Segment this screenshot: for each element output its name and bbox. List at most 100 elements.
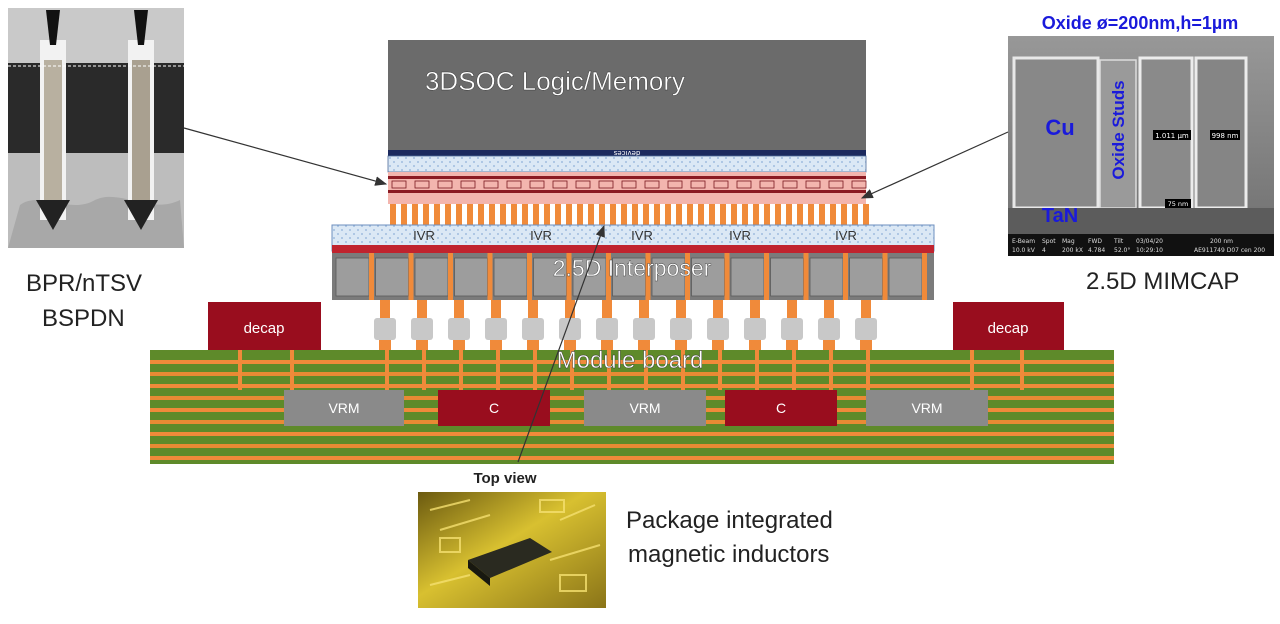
sem-footer-value: AE911749 D07 cen 200 [1194, 247, 1265, 254]
microbump [830, 204, 836, 225]
ivr-label: IVR [413, 228, 435, 243]
copper-layer [150, 456, 1114, 460]
tsv [922, 253, 927, 300]
microbump [588, 204, 594, 225]
copper-layer [150, 384, 1114, 388]
microbump [599, 204, 605, 225]
decap-label-left: decap [244, 320, 285, 337]
microbump [577, 204, 583, 225]
microbump [643, 204, 649, 225]
sem-footer-key: 200 nm [1210, 238, 1233, 245]
beol-via [736, 180, 752, 189]
microbump [555, 204, 561, 225]
sem-footer-value: 10:29:10 [1136, 247, 1163, 254]
microbump [654, 204, 660, 225]
c4-stem [676, 300, 686, 318]
tsv [487, 253, 493, 300]
board-via [755, 350, 759, 390]
microbump [467, 204, 473, 225]
sem-measure-3: 75 nm [1168, 200, 1189, 208]
microbump [775, 204, 781, 225]
beol-via [828, 180, 844, 189]
ivr-label: IVR [729, 228, 751, 243]
tsv [764, 253, 769, 300]
microbump [544, 204, 550, 225]
tsv [566, 253, 572, 300]
board-via [1020, 350, 1024, 390]
beol-via [667, 180, 683, 189]
sem-title: Oxide ø=200nm,h=1µm [1042, 13, 1238, 33]
sem-studs-label: Oxide Studs [1109, 80, 1128, 179]
board-via [459, 350, 463, 390]
beol-via [644, 180, 660, 189]
board-label: Module board [557, 347, 704, 374]
beol-via [437, 180, 453, 189]
vrm-label-2: VRM [629, 400, 660, 416]
beol-via [414, 180, 430, 189]
board-via [970, 350, 974, 390]
microbump [665, 204, 671, 225]
interposer-cell [414, 257, 449, 297]
bpr-caption-line1: BPR/nTSV [26, 270, 143, 297]
microbump [731, 204, 737, 225]
tsv [606, 253, 611, 300]
c4-ball [670, 318, 692, 340]
sem-footer-key: Tilt [1113, 238, 1124, 245]
interposer-cell [454, 257, 488, 297]
microbump [819, 204, 825, 225]
interposer-label: 2.5D Interposer [553, 255, 712, 281]
microbump [852, 204, 858, 225]
copper-layer [150, 360, 1114, 364]
c4-stem [787, 300, 797, 318]
board-vias [238, 350, 1024, 390]
sem-tan-label: TaN [1042, 205, 1078, 227]
microbump [456, 204, 462, 225]
capacitor-label-2: C [776, 400, 786, 416]
ivr-label: IVR [530, 228, 552, 243]
c4-ball [485, 318, 507, 340]
board-via [681, 350, 685, 390]
sem-footer-key: 03/04/20 [1136, 238, 1163, 245]
beol-via [759, 180, 775, 189]
microbump [676, 204, 682, 225]
copper-layer [150, 444, 1114, 448]
board-via [422, 350, 426, 390]
microbump [621, 204, 627, 225]
c4-stem [491, 300, 501, 318]
3dsoc-chip: 3DSOC Logic/Memory devices [387, 40, 869, 225]
beol-via [506, 180, 522, 189]
ivr-label: IVR [631, 228, 653, 243]
c4-stem [565, 300, 575, 318]
tsv [527, 253, 532, 300]
c4-stem [528, 300, 538, 318]
tsv [843, 253, 848, 300]
mimcap-leader-arrow [860, 131, 1009, 199]
vrm-label-3: VRM [911, 400, 942, 416]
sem-footer-key: FWD [1088, 238, 1102, 245]
microbump [533, 204, 539, 225]
microbump [742, 204, 748, 225]
beol-via [575, 180, 591, 189]
microbump [808, 204, 814, 225]
interposer-cell [888, 257, 923, 297]
board-via [385, 350, 389, 390]
sem-footer-key: E-Beam [1012, 238, 1035, 245]
beol-via [483, 180, 499, 189]
microbump [390, 204, 396, 225]
bpr-caption-line2: BSPDN [42, 305, 125, 332]
c4-ball [781, 318, 803, 340]
c4-ball [522, 318, 544, 340]
c4-ball [818, 318, 840, 340]
sem-footer-value: 10.0 kV [1012, 247, 1036, 254]
tsv [645, 253, 651, 300]
beol-via [851, 180, 867, 189]
c4-stem [602, 300, 612, 318]
interposer-cell [849, 257, 883, 297]
microbump [511, 204, 517, 225]
sem-measure-2: 998 nm [1212, 132, 1239, 140]
tsv [408, 253, 414, 300]
sem-footer-value: 4 [1042, 247, 1046, 254]
c4-ball [633, 318, 655, 340]
